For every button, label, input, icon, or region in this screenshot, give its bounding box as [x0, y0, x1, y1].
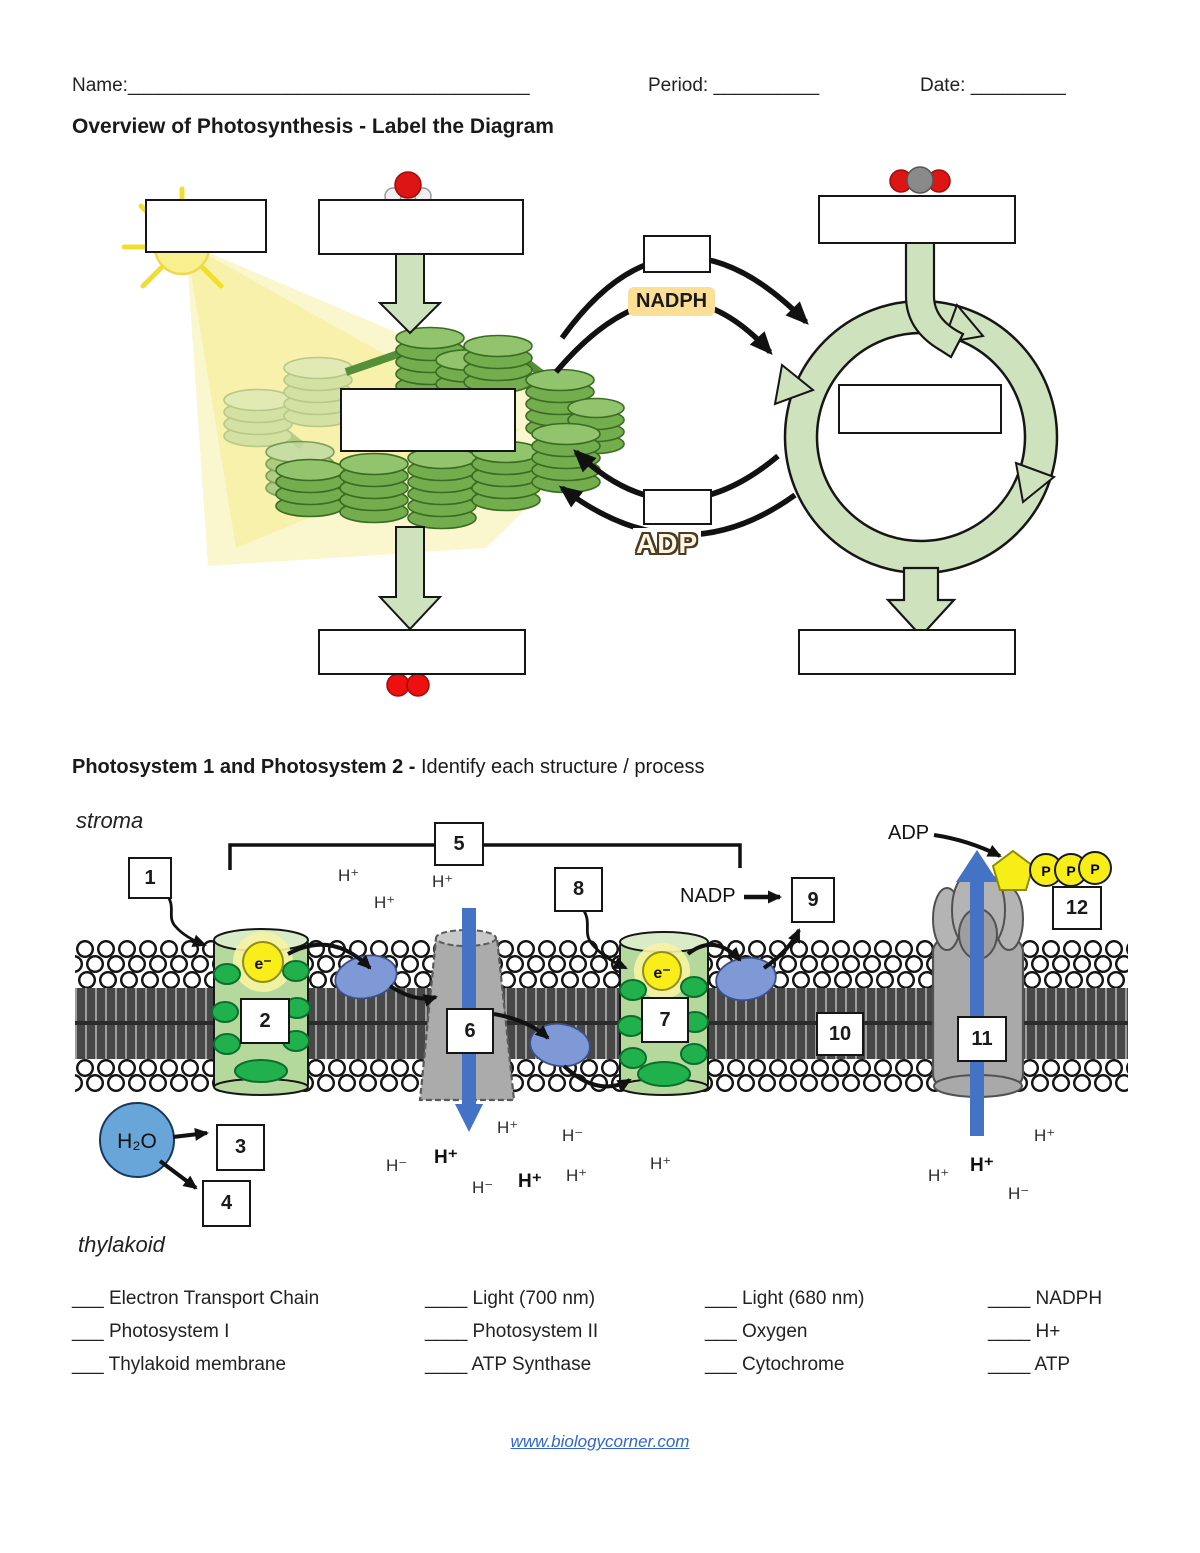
light-to-chloroplast-arrow	[377, 252, 443, 335]
proton-label: H⁻	[386, 1156, 408, 1175]
num-box-3: 3	[216, 1124, 265, 1171]
calvin-cycle-ring	[773, 238, 1059, 638]
word-bank-item[interactable]: ____ Light (700 nm)	[425, 1288, 596, 1309]
label-box-atp-shuttle[interactable]	[643, 235, 711, 273]
word-bank-item[interactable]: ____ H+	[988, 1321, 1061, 1342]
phosphate-label-3: P	[1090, 861, 1099, 877]
co2-molecule-icon	[889, 166, 951, 194]
footer-url-link[interactable]: www.biologycorner.com	[510, 1432, 690, 1451]
word-bank-item[interactable]: ____ ATP	[988, 1354, 1071, 1375]
word-bank-item[interactable]: ___ Light (680 nm)	[705, 1288, 865, 1309]
label-box-co2[interactable]	[818, 195, 1016, 244]
h2o-arrow-2	[158, 1159, 198, 1190]
proton-label: H⁺	[1034, 1126, 1056, 1145]
word-bank-item[interactable]: ____ ATP Synthase	[425, 1354, 592, 1375]
stroma-label: stroma	[76, 808, 144, 833]
proton-label: H⁻	[472, 1178, 494, 1197]
date-line[interactable]: _________	[970, 75, 1066, 96]
label-box-cycle[interactable]	[838, 384, 1002, 434]
word-bank-item[interactable]: ___ Thylakoid membrane	[72, 1354, 287, 1375]
nadph-label: NADPH	[628, 287, 716, 316]
label-box-chloroplast[interactable]	[340, 388, 516, 452]
co2-inflow-arrow	[904, 238, 965, 359]
period-line[interactable]: __________	[713, 75, 820, 96]
word-bank-item[interactable]: ___ Electron Transport Chain	[72, 1288, 320, 1309]
proton-label: H⁺	[434, 1147, 458, 1168]
proton-label: H⁻	[562, 1126, 584, 1145]
num-box-9: 9	[791, 877, 835, 923]
num-box-12: 12	[1052, 886, 1102, 930]
light-squiggle-arrow-1	[164, 893, 207, 948]
h2o-label: H₂O	[117, 1130, 157, 1153]
word-bank-item[interactable]: ___ Photosystem I	[72, 1321, 230, 1342]
membrane-outer-heads	[75, 939, 1128, 991]
period-label: Period:	[648, 75, 709, 96]
proton-label: H⁻	[1008, 1184, 1030, 1203]
num-box-6: 6	[446, 1008, 494, 1054]
date-label: Date:	[920, 75, 966, 96]
adp-arrow	[933, 833, 1002, 858]
thylakoid-label: thylakoid	[78, 1232, 165, 1257]
proton-label: H⁺	[970, 1155, 994, 1176]
word-bank-col-3: ___ Light (680 nm) ___ Oxygen ___ Cytoch…	[705, 1288, 990, 1387]
label-box-oxygen[interactable]	[318, 629, 526, 675]
date-field[interactable]: Date: _________	[920, 75, 1066, 97]
section1-title: Overview of Photosynthesis - Label the D…	[72, 115, 554, 138]
proton-label: H⁺	[338, 866, 360, 885]
proton-label: H⁺	[432, 872, 454, 891]
word-bank-item[interactable]: ___ Oxygen	[705, 1321, 808, 1342]
h2o-circle-icon: H₂O	[99, 1102, 175, 1178]
phosphate-label-2: P	[1066, 863, 1075, 879]
name-label: Name:	[72, 75, 128, 96]
proton-label: H⁺	[928, 1166, 950, 1185]
num-box-10: 10	[816, 1012, 864, 1056]
num-box-11: 11	[957, 1016, 1007, 1062]
word-bank-col-1: ___ Electron Transport Chain ___ Photosy…	[72, 1288, 422, 1387]
nadp-label: NADP	[680, 885, 736, 907]
num-box-2: 2	[240, 998, 290, 1044]
chloroplast-output-arrow	[377, 526, 443, 631]
bracket-span-5	[228, 843, 742, 870]
num-box-1: 1	[128, 857, 172, 899]
proton-label: H⁺	[497, 1118, 519, 1137]
section2-title: Photosystem 1 and Photosystem 2 - Identi…	[72, 756, 705, 778]
proton-label: H⁺	[518, 1171, 542, 1192]
word-bank-col-2: ____ Light (700 nm) ____ Photosystem II …	[425, 1288, 705, 1387]
h2o-arrow-1	[172, 1127, 209, 1141]
period-field[interactable]: Period: __________	[648, 75, 819, 97]
proton-label: H⁺	[374, 893, 396, 912]
word-bank-item[interactable]: ____ Photosystem II	[425, 1321, 599, 1342]
name-line[interactable]: ______________________________________	[127, 75, 530, 96]
oxygen-molecule-icon	[386, 673, 430, 697]
num-box-4: 4	[202, 1180, 251, 1227]
cycle-output-arrow	[885, 566, 957, 638]
word-bank-item[interactable]: ____ NADPH	[988, 1288, 1103, 1309]
num-box-8: 8	[554, 867, 603, 912]
label-box-nadp-shuttle[interactable]	[643, 489, 712, 525]
adp-label: ADP	[888, 822, 930, 844]
adp-outline-label: ADP	[633, 528, 702, 560]
label-box-water[interactable]	[318, 199, 524, 255]
word-bank-col-4: ____ NADPH ____ H+ ____ ATP	[988, 1288, 1188, 1387]
word-bank-item[interactable]: ___ Cytochrome	[705, 1354, 845, 1375]
num-box-5: 5	[434, 822, 484, 866]
proton-label: H⁺	[650, 1154, 672, 1173]
proton-label: H⁺	[566, 1166, 588, 1185]
num-box-7: 7	[641, 997, 689, 1043]
phosphate-label-1: P	[1041, 863, 1050, 879]
name-field[interactable]: Name:___________________________________…	[72, 75, 530, 97]
label-box-sun[interactable]	[145, 199, 267, 253]
atp-molecule-icon: P P P	[991, 849, 1112, 891]
label-box-product[interactable]	[798, 629, 1016, 675]
